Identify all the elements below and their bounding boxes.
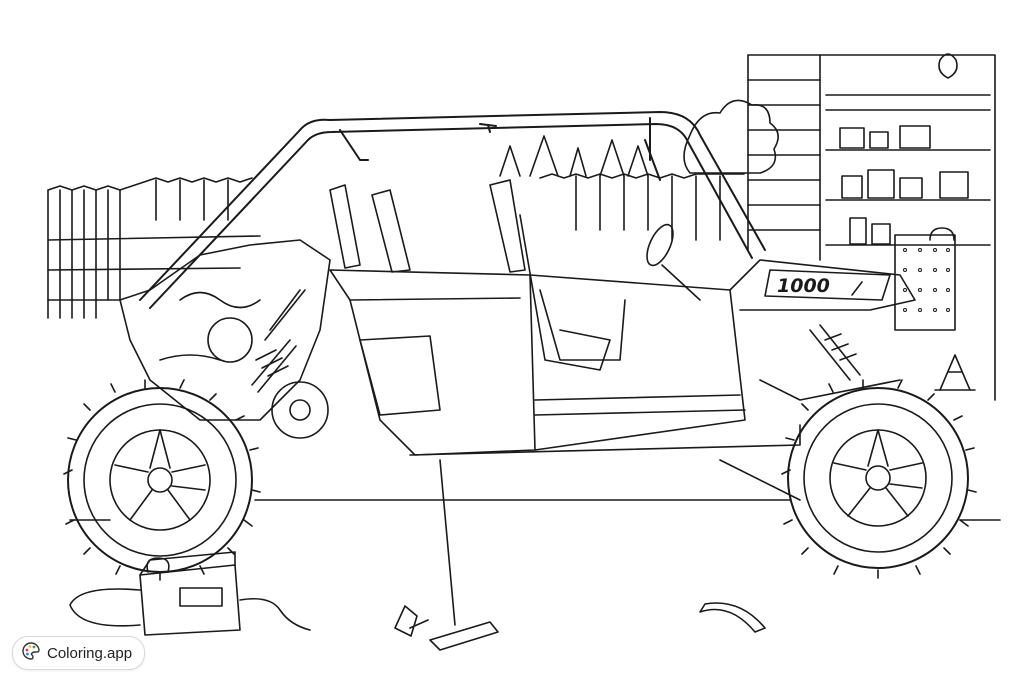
garage-building: [747, 53, 996, 401]
floor-tools: [394, 602, 766, 651]
model-badge: 1000: [764, 269, 891, 301]
rear-wheel: [63, 379, 261, 581]
roll-cage: [139, 111, 766, 309]
wooden-fence: [47, 173, 745, 319]
background-trees: [499, 99, 779, 177]
brand-label: Coloring.app: [47, 644, 133, 662]
front-wheel: [781, 379, 977, 579]
coloring-app-badge[interactable]: Coloring.app: [12, 636, 146, 670]
vehicle-body: [119, 179, 916, 456]
palette-icon: [21, 641, 41, 666]
battery-charger: [69, 551, 311, 636]
model-badge-text: 1000: [777, 275, 830, 297]
